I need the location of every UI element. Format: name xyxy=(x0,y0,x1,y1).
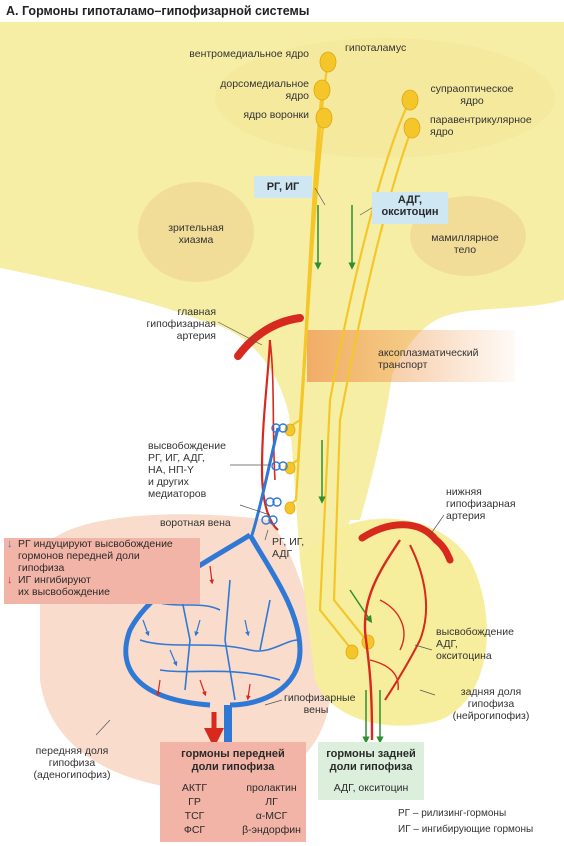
label-hypophyseal-veins: гипофизарные вены xyxy=(284,692,356,716)
label-posterior-lobe: задняя доля гипофиза (нейрогипофиз) xyxy=(452,686,530,722)
label-anterior-lobe: передняя доля гипофиза (аденогипофиз) xyxy=(33,745,111,781)
box-adh-oxytocin: АДГ, окситоцин xyxy=(372,192,448,224)
footnote-rg: РГ – рилизинг-гормоны xyxy=(398,808,507,819)
label-mammillary: мамиллярное тело xyxy=(431,232,499,256)
anterior-hormones-header: гормоны передней доли гипофиза xyxy=(181,748,285,773)
label-dorsomedial: дорсомедиальное ядро xyxy=(220,78,309,102)
label-hypothalamus: гипоталамус xyxy=(345,42,407,54)
capillary-loops xyxy=(261,423,288,525)
chiasm-shape xyxy=(138,182,254,282)
box-posterior-hormones: гормоны задней доли гипофиза АДГ, оксито… xyxy=(318,742,424,800)
label-release-mediators: высвобождение РГ, ИГ, АДГ, НА, НП-Y и др… xyxy=(148,440,226,500)
label-release-adh: высвобождение АДГ, окситоцина xyxy=(436,626,514,662)
red-arrow-icon: ↓ xyxy=(7,574,13,586)
hormone-arrows xyxy=(142,561,251,701)
posterior-lobe-shape xyxy=(300,518,487,726)
box-rg-ig: РГ, ИГ xyxy=(254,176,312,198)
posterior-hormones-header: гормоны задней доли гипофиза xyxy=(326,748,416,773)
label-main-artery: главная гипофизарная артерия xyxy=(146,306,216,342)
anterior-hormones-list: АКТГ пролактин ГР ЛГ ТСГ α-МСГ ФСГ β-энд… xyxy=(181,782,301,836)
hypothalamus-region xyxy=(0,22,564,560)
footnote-ig: ИГ – ингибирующие гормоны xyxy=(398,824,534,835)
label-paraventricular: паравентрикулярное ядро xyxy=(430,114,532,138)
lower-artery xyxy=(358,521,454,741)
label-portal-vein: воротная вена xyxy=(160,517,231,529)
blue-arrow-icon: ↓ xyxy=(7,538,13,550)
nuclei-area xyxy=(215,38,555,158)
neuron-axons xyxy=(287,61,414,651)
green-arrows xyxy=(314,205,384,744)
label-rg-ig-adg: РГ, ИГ, АДГ xyxy=(272,536,305,560)
box-anterior-hormones: гормоны передней доли гипофиза АКТГ прол… xyxy=(160,742,306,842)
label-lower-artery: нижняя гипофизарная артерия xyxy=(446,486,516,522)
posterior-hormones-list: АДГ, окситоцин xyxy=(333,782,409,794)
label-chiasm: зрительная хиазма xyxy=(168,222,224,246)
neuron-cell-bodies xyxy=(284,51,421,660)
main-artery xyxy=(234,314,304,531)
page-title: А. Гормоны гипоталамо–гипофизарной систе… xyxy=(6,4,310,18)
label-ventromedial: вентромедиальное ядро xyxy=(189,48,309,60)
label-arcuate: ядро воронки xyxy=(243,109,309,121)
legend-box: ↓ РГ индуцируют высвобождение гормонов п… xyxy=(4,538,200,604)
label-axoplasmic: аксоплазматический транспорт xyxy=(378,347,479,371)
label-supraoptic: супраоптическое ядро xyxy=(430,83,514,107)
